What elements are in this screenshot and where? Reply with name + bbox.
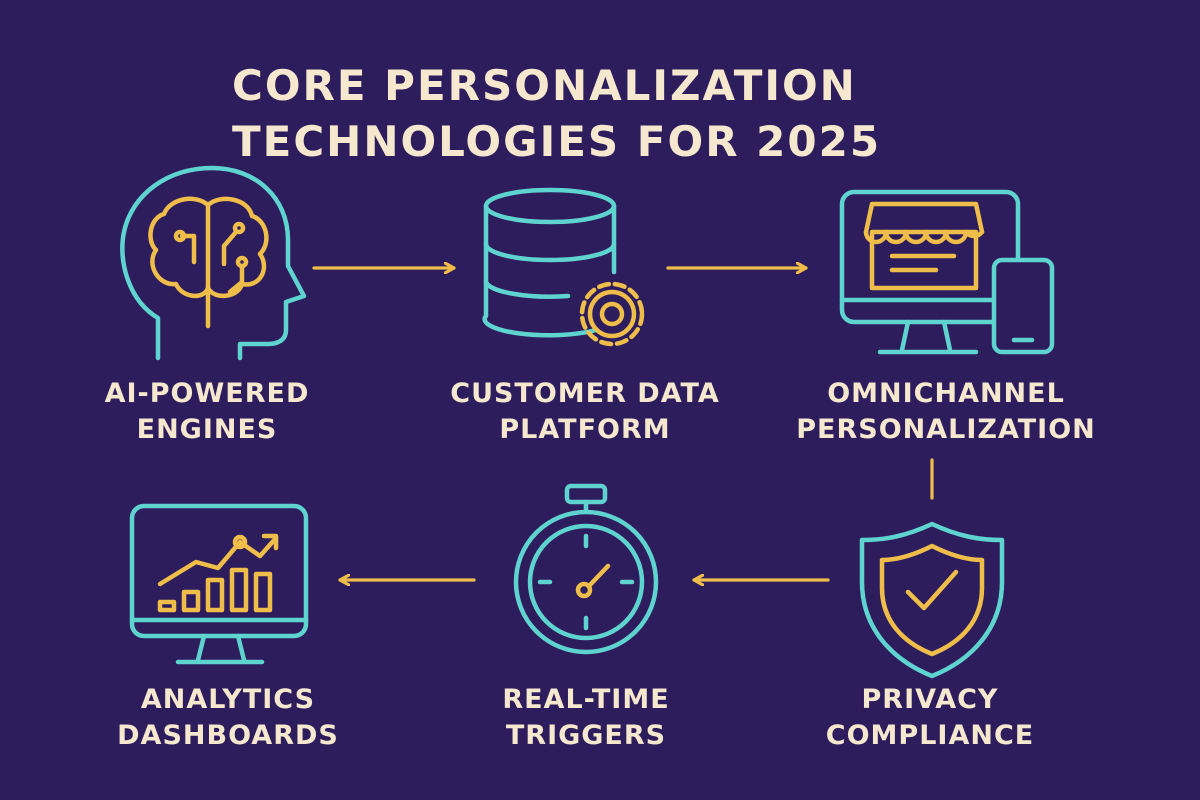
database-gear-icon	[482, 187, 645, 347]
label-customer-data-platform: CUSTOMER DATA PLATFORM	[425, 376, 745, 448]
diagram-title: CORE PERSONALIZATION TECHNOLOGIES FOR 20…	[232, 58, 952, 170]
label-line-1: ANALYTICS	[140, 684, 316, 715]
title-line-2: TECHNOLOGIES FOR 2025	[232, 117, 882, 166]
label-omnichannel-personalization: OMNICHANNEL PERSONALIZATION	[786, 376, 1106, 448]
label-line-2: PERSONALIZATION	[796, 414, 1096, 445]
label-line-1: PRIVACY	[861, 684, 999, 715]
label-line-1: AI-POWERED	[104, 378, 310, 409]
flow-arrows	[312, 268, 934, 580]
label-line-2: ENGINES	[136, 414, 278, 445]
title-line-1: CORE PERSONALIZATION	[232, 61, 857, 110]
label-line-1: OMNICHANNEL	[827, 378, 1065, 409]
label-privacy-compliance: PRIVACY COMPLIANCE	[770, 682, 1090, 754]
label-analytics-dashboards: ANALYTICS DASHBOARDS	[68, 682, 388, 754]
brain-head-icon	[120, 165, 307, 361]
label-line-2: TRIGGERS	[505, 720, 667, 751]
label-real-time-triggers: REAL-TIME TRIGGERS	[426, 682, 746, 754]
storefront-monitor-phone-icon	[839, 189, 1055, 355]
label-line-2: PLATFORM	[499, 414, 671, 445]
stopwatch-icon	[513, 483, 659, 655]
analytics-monitor-icon	[129, 503, 309, 665]
label-line-2: COMPLIANCE	[825, 720, 1035, 751]
label-line-2: DASHBOARDS	[117, 720, 339, 751]
label-line-1: REAL-TIME	[502, 684, 670, 715]
label-ai-powered-engines: AI-POWERED ENGINES	[47, 376, 367, 448]
label-line-1: CUSTOMER DATA	[450, 378, 720, 409]
shield-check-icon	[859, 521, 1005, 679]
